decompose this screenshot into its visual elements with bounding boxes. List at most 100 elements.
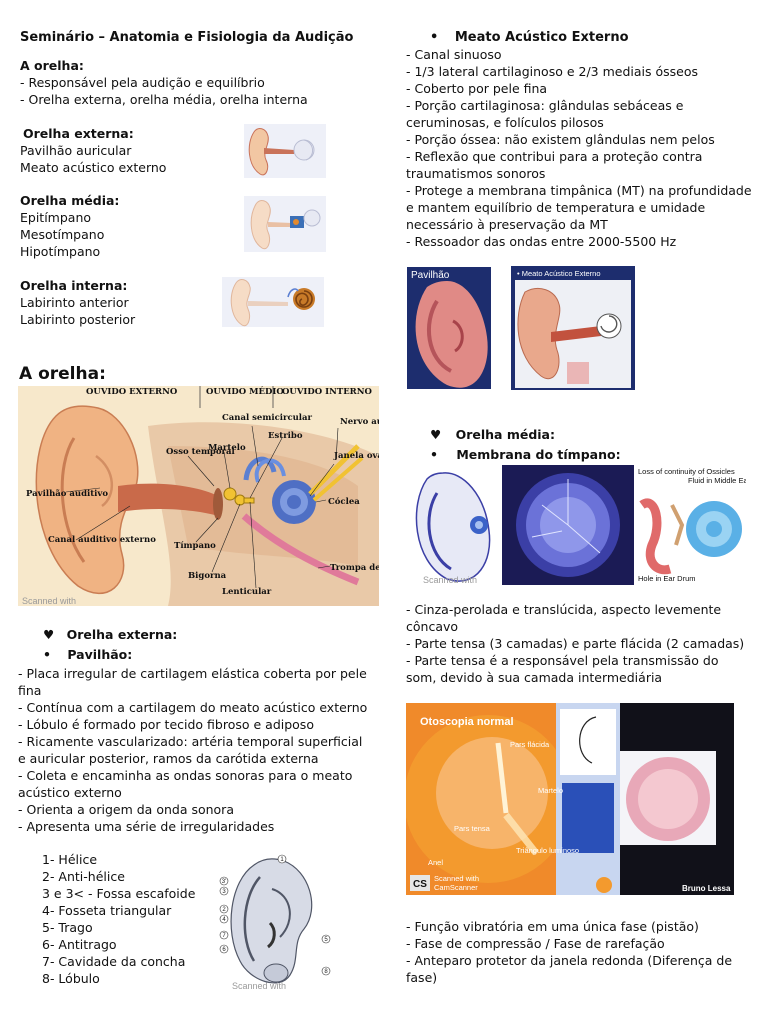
- function-line: - Anteparo protetor da janela redonda (D…: [406, 953, 733, 985]
- tympanum-heading: Membrana do tímpano:: [456, 447, 621, 462]
- otoscopy-label: Triângulo luminoso: [516, 846, 579, 855]
- label-trompa: Trompa de Eustáquio: [330, 562, 379, 573]
- intro-heading: A orelha:: [20, 58, 84, 73]
- meato-line: - 1/3 lateral cartilaginoso e 2/3 mediai…: [406, 64, 699, 79]
- meato-line: - Protege a membrana timpânica (MT) na p…: [406, 183, 752, 232]
- section-heading-ear: A orelha:: [19, 364, 106, 384]
- scan-watermark: Scanned with: [232, 981, 286, 991]
- meato-line: - Porção cartilaginosa: glândulas sebáce…: [406, 98, 684, 130]
- meato-heading: Meato Acústico Externo: [454, 30, 629, 45]
- ear-anatomy-diagram: OUVIDO EXTERNO OUVIDO MÉDIO OUVIDO INTER…: [18, 386, 379, 606]
- thumb-external-ear: [244, 124, 326, 178]
- pavilhao-description: - Placa irregular de cartilagem elástica…: [18, 665, 368, 835]
- meato-line: - Porção óssea: não existem glândulas ne…: [406, 132, 715, 147]
- pinna-part: 3 e 3< - Fossa escafoide: [42, 886, 196, 901]
- pavilhao-line: - Lóbulo é formado por tecido fibroso e …: [18, 717, 314, 732]
- summary-middle: Orelha média: Epitímpano Mesotímpano Hip…: [20, 192, 119, 260]
- summary-item: Meato acústico externo: [20, 160, 167, 175]
- otoscopy-author: Bruno Lessa: [682, 884, 731, 893]
- summary-external: Orelha externa: Pavilhão auricular Meato…: [20, 125, 166, 176]
- summary-middle-heading: Orelha média:: [20, 193, 120, 208]
- tympanum-function-list: - Função vibratória em uma única fase (p…: [406, 918, 752, 986]
- pinna-part: 6- Antitrago: [42, 937, 117, 952]
- dot-bullet-icon: •: [430, 30, 439, 45]
- pinna-marker: 6: [222, 947, 226, 953]
- pinna-parts-list: 1- Hélice 2- Anti-hélice 3 e 3< - Fossa …: [42, 851, 195, 987]
- pinna-marker: 3': [222, 879, 226, 885]
- camscanner-text: CamScanner: [434, 883, 478, 892]
- summary-item: Epitímpano: [20, 210, 92, 225]
- pavilhao-heading: Pavilhão:: [67, 647, 133, 662]
- pinna-part: 1- Hélice: [42, 852, 98, 867]
- pinna-part: 4- Fosseta triangular: [42, 903, 172, 918]
- otoscopy-label: Pars tensa: [454, 824, 491, 833]
- summary-external-heading: Orelha externa:: [23, 126, 134, 141]
- summary-item: Labirinto posterior: [20, 312, 136, 327]
- pinna-part: 5- Trago: [42, 920, 93, 935]
- pavilhao-line: - Coleta e encaminha as ondas sonoras pa…: [18, 768, 353, 800]
- pavilhao-photo: Pavilhão: [407, 267, 491, 389]
- label-estribo: Estribo: [268, 431, 303, 441]
- pinna-marker: 1: [280, 857, 284, 863]
- pavilhao-heading-row: • Pavilhão:: [43, 646, 132, 663]
- heart-bullet-icon: ♥: [43, 627, 55, 642]
- tympanum-description: - Cinza-perolada e translúcida, aspecto …: [406, 601, 752, 686]
- intro-line: - Responsável pela audição e equilíbrio: [20, 75, 265, 90]
- function-line: - Fase de compressão / Fase de rarefação: [406, 936, 665, 951]
- eardrum-problems-diagram: Loss of continuity of Ossicles Fluid in …: [636, 465, 746, 585]
- otoscopy-image: Otoscopia normal Pars flácida Martelo Pa…: [406, 703, 734, 895]
- pinna-marker: 4: [222, 917, 226, 923]
- meato-line: - Canal sinuoso: [406, 47, 502, 62]
- label-pavilhao: Pavilhão auditivo: [26, 488, 108, 499]
- thumb-inner-ear: [222, 277, 324, 327]
- summary-inner: Orelha interna: Labirinto anterior Labir…: [20, 277, 135, 328]
- otoscopy-label: Pars flácida: [510, 740, 550, 749]
- scan-watermark: Scanned with: [423, 575, 477, 585]
- pavilhao-line: - Ricamente vascularizado: artéria tempo…: [18, 734, 363, 766]
- label-osso: Osso temporal: [166, 447, 236, 457]
- external-section-heading: Orelha externa:: [66, 627, 178, 642]
- middle-section-heading: Orelha média:: [455, 427, 555, 442]
- label-canal-semicircular: Canal semicircular: [222, 413, 313, 423]
- tympanum-heading-row: • Membrana do tímpano:: [430, 446, 621, 463]
- summary-item: Labirinto anterior: [20, 295, 129, 310]
- tympanum-line: - Parte tensa é a responsável pela trans…: [406, 653, 719, 685]
- pinna-numbered-diagram: 1 2 3 3' 4 5 6 7 8 Scanned with: [210, 851, 338, 993]
- problem-label: Hole in Ear Drum: [638, 574, 696, 583]
- label-martelo: Martelo: [208, 443, 246, 453]
- eardrum-outer-ear-image: Scanned with: [407, 465, 497, 585]
- summary-inner-heading: Orelha interna:: [20, 278, 128, 293]
- problem-label: Fluid in Middle Ear: [688, 476, 746, 485]
- pinna-part: 7- Cavidade da concha: [42, 954, 186, 969]
- camscanner-text: Scanned with: [434, 874, 479, 883]
- tympanum-line: - Cinza-perolada e translúcida, aspecto …: [406, 602, 722, 634]
- pinna-marker: 7: [222, 933, 226, 939]
- pavilhao-line: - Orienta a origem da onda sonora: [18, 802, 234, 817]
- external-heading-row: ♥ Orelha externa:: [43, 626, 177, 643]
- summary-item: Mesotímpano: [20, 227, 105, 242]
- label-canal: Canal auditivo externo: [48, 535, 156, 545]
- heart-bullet-icon: ♥: [430, 427, 442, 442]
- scan-watermark: Scanned with: [22, 596, 76, 606]
- meato-line: - Ressoador das ondas entre 2000-5500 Hz: [406, 234, 677, 249]
- label-nervo: Nervo auditivo: [340, 417, 379, 427]
- dot-bullet-icon: •: [430, 447, 438, 462]
- eardrum-membrane-image: [502, 465, 634, 585]
- label-coclea: Cóclea: [328, 496, 360, 507]
- otoscopy-label: Anel: [428, 858, 443, 867]
- otoscopy-label: Martelo: [538, 786, 563, 795]
- meato-description: - Canal sinuoso - 1/3 lateral cartilagin…: [406, 46, 752, 250]
- meato-line: - Coberto por pele fina: [406, 81, 548, 96]
- meato-photo-label: • Meato Acústico Externo: [517, 269, 601, 278]
- intro-block: A orelha: - Responsável pela audição e e…: [20, 57, 308, 108]
- pavilhao-photo-label: Pavilhão: [411, 270, 450, 281]
- zone-label: OUVIDO INTERNO: [282, 387, 373, 397]
- camscanner-badge: CS: [413, 879, 427, 890]
- otoscopy-title: Otoscopia normal: [420, 716, 514, 728]
- pavilhao-line: - Placa irregular de cartilagem elástica…: [18, 666, 367, 698]
- pinna-marker: 3: [222, 889, 226, 895]
- pinna-part: 2- Anti-hélice: [42, 869, 125, 884]
- tympanum-line: - Parte tensa (3 camadas) e parte flácid…: [406, 636, 745, 651]
- page-title: Seminário – Anatomia e Fisiologia da Aud…: [20, 30, 354, 45]
- middle-heading-row: ♥ Orelha média:: [430, 426, 555, 443]
